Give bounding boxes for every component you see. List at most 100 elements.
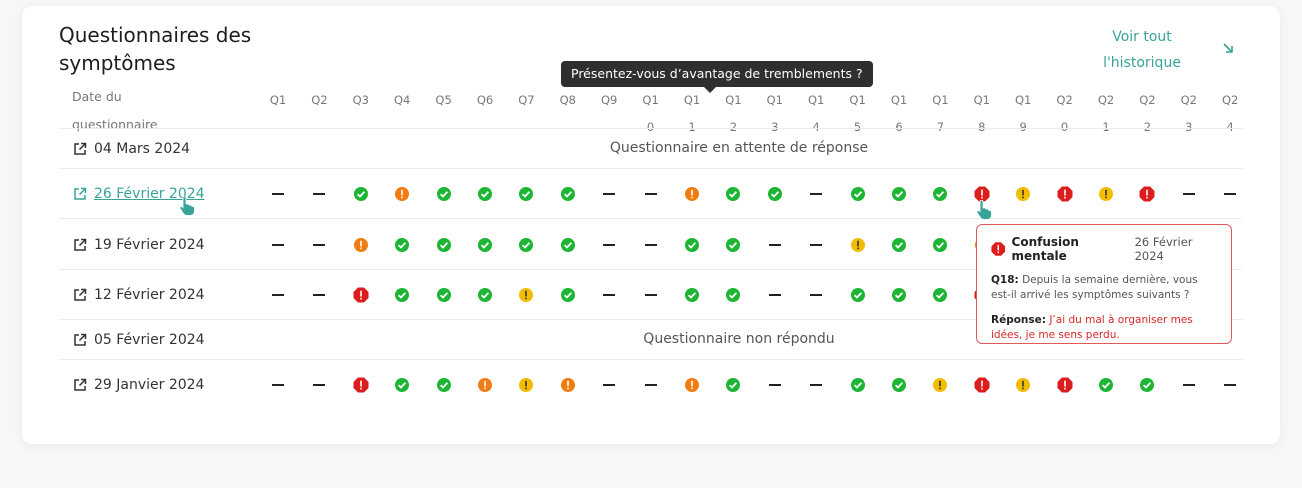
octagon-red-icon[interactable]	[1057, 377, 1073, 393]
octagon-red-icon[interactable]	[974, 186, 990, 202]
check-green-icon[interactable]	[518, 237, 534, 253]
exclamation-yellow-icon[interactable]	[1015, 186, 1031, 202]
check-green-icon[interactable]	[725, 186, 741, 202]
exclamation-orange-icon[interactable]	[684, 186, 700, 202]
exclamation-orange-icon[interactable]	[353, 237, 369, 253]
check-green-icon[interactable]	[850, 287, 866, 303]
column-header-q3[interactable]: Q3	[352, 93, 369, 107]
check-green-icon[interactable]	[477, 237, 493, 253]
row-date-link[interactable]: 12 Février 2024	[73, 285, 205, 305]
column-header-q17[interactable]: Q17	[932, 93, 949, 134]
exclamation-orange-icon[interactable]	[684, 377, 700, 393]
check-green-icon[interactable]	[684, 287, 700, 303]
check-green-icon[interactable]	[477, 186, 493, 202]
cell-empty	[1182, 193, 1195, 195]
column-header-q16[interactable]: Q16	[890, 93, 908, 134]
check-green-icon[interactable]	[353, 186, 369, 202]
exclamation-yellow-icon[interactable]	[932, 377, 948, 393]
column-header-q24[interactable]: Q24	[1222, 93, 1239, 134]
column-header-q15[interactable]: Q15	[849, 93, 866, 134]
exclamation-yellow-icon[interactable]	[518, 287, 534, 303]
popup-date: 26 Février 2024	[1134, 235, 1193, 263]
check-green-icon[interactable]	[394, 237, 410, 253]
check-green-icon[interactable]	[891, 237, 907, 253]
check-green-icon[interactable]	[891, 377, 907, 393]
column-header-q23[interactable]: Q23	[1180, 93, 1197, 134]
check-green-icon[interactable]	[436, 237, 452, 253]
check-green-icon[interactable]	[891, 287, 907, 303]
column-header-q7[interactable]: Q7	[518, 93, 535, 107]
column-header-q18[interactable]: Q18	[973, 93, 990, 134]
column-header-q10[interactable]: Q10	[642, 93, 659, 134]
check-green-icon[interactable]	[394, 287, 410, 303]
column-header-q12[interactable]: Q12	[725, 93, 742, 134]
octagon-red-icon[interactable]	[1057, 186, 1073, 202]
check-green-icon[interactable]	[725, 287, 741, 303]
octagon-red-icon[interactable]	[353, 287, 369, 303]
column-header-q11[interactable]: Q11	[683, 93, 701, 134]
check-green-icon[interactable]	[394, 377, 410, 393]
check-green-icon[interactable]	[436, 287, 452, 303]
column-header-q8[interactable]: Q8	[559, 93, 576, 107]
column-header-q21[interactable]: Q21	[1097, 93, 1115, 134]
check-green-icon[interactable]	[436, 186, 452, 202]
check-green-icon[interactable]	[1098, 377, 1114, 393]
cell-empty	[810, 243, 823, 246]
row-date-link[interactable]: 04 Mars 2024	[73, 139, 190, 159]
check-green-icon[interactable]	[932, 287, 948, 303]
arrow-down-right-icon[interactable]	[1220, 40, 1236, 56]
exclamation-yellow-icon[interactable]	[518, 377, 534, 393]
exclamation-yellow-icon[interactable]	[850, 237, 866, 253]
column-header-q22[interactable]: Q22	[1139, 93, 1156, 134]
octagon-red-icon[interactable]	[974, 377, 990, 393]
check-green-icon[interactable]	[932, 186, 948, 202]
column-header-q19[interactable]: Q19	[1015, 93, 1032, 134]
exclamation-orange-icon[interactable]	[477, 377, 493, 393]
check-green-icon[interactable]	[725, 237, 741, 253]
cell-empty	[644, 243, 657, 246]
column-header-q4[interactable]: Q4	[394, 93, 411, 107]
question-tooltip: Présentez-vous d’avantage de tremblement…	[561, 61, 873, 93]
row-date-label: 12 Février 2024	[94, 287, 205, 303]
exclamation-yellow-icon[interactable]	[1015, 377, 1031, 393]
check-green-icon[interactable]	[767, 186, 783, 202]
cell-empty	[272, 243, 284, 246]
column-header-q1[interactable]: Q1	[269, 93, 287, 107]
column-header-q5[interactable]: Q5	[435, 93, 452, 107]
octagon-red-icon[interactable]	[353, 377, 369, 393]
check-green-icon[interactable]	[560, 237, 576, 253]
check-green-icon[interactable]	[850, 186, 866, 202]
octagon-red-icon[interactable]	[1139, 186, 1155, 202]
check-green-icon[interactable]	[684, 237, 700, 253]
check-green-icon[interactable]	[932, 237, 948, 253]
cell-empty	[810, 193, 823, 195]
column-header-q14[interactable]: Q14	[808, 93, 825, 134]
column-header-q6[interactable]: Q6	[476, 93, 494, 107]
row-date-link[interactable]: 26 Février 2024	[73, 184, 205, 204]
cursor-hand-icon	[179, 196, 195, 216]
cell-empty	[313, 384, 326, 386]
column-header-q9[interactable]: Q9	[601, 93, 618, 107]
column-header-q20[interactable]: Q20	[1056, 93, 1073, 134]
exclamation-yellow-icon[interactable]	[1098, 186, 1114, 202]
column-header-q2[interactable]: Q2	[311, 93, 328, 107]
check-green-icon[interactable]	[560, 287, 576, 303]
row-date-link[interactable]: 05 Février 2024	[73, 330, 205, 350]
check-green-icon[interactable]	[891, 186, 907, 202]
check-green-icon[interactable]	[518, 186, 534, 202]
check-green-icon[interactable]	[1139, 377, 1155, 393]
cell-empty	[1224, 384, 1237, 386]
row-date-link[interactable]: 19 Février 2024	[73, 235, 205, 255]
view-history-link[interactable]: Voir tout l'historique	[1103, 29, 1181, 71]
check-green-icon[interactable]	[850, 377, 866, 393]
check-green-icon[interactable]	[477, 287, 493, 303]
cell-empty	[810, 384, 823, 386]
exclamation-orange-icon[interactable]	[560, 377, 576, 393]
row-date-label: 29 Janvier 2024	[94, 377, 205, 393]
exclamation-orange-icon[interactable]	[394, 186, 410, 202]
check-green-icon[interactable]	[725, 377, 741, 393]
check-green-icon[interactable]	[560, 186, 576, 202]
column-header-q13[interactable]: Q13	[766, 93, 783, 134]
row-date-link[interactable]: 29 Janvier 2024	[73, 375, 204, 395]
check-green-icon[interactable]	[436, 377, 452, 393]
